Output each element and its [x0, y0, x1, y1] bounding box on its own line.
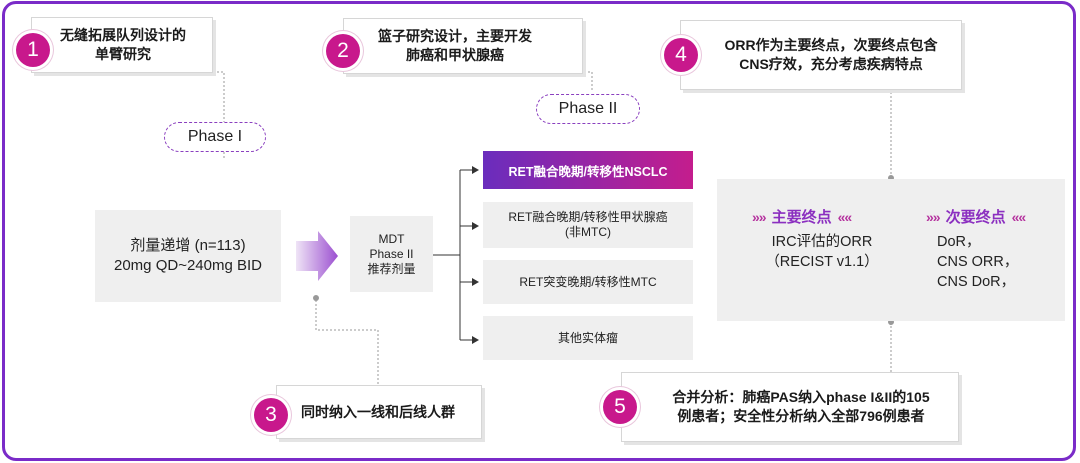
dose-escalation-box: 剂量递增 (n=113) 20mg QD~240mg BID [95, 210, 281, 302]
cohort-nsclc: RET融合晚期/转移性NSCLC [483, 151, 693, 189]
cohort-thyroid-line2: (非MTC) [565, 225, 611, 239]
note-5-line2: 例患者；安全性分析纳入全部796例患者 [677, 408, 925, 424]
dose-line1: 剂量递增 (n=113) [130, 237, 246, 254]
note-5-line1: 合并分析：肺癌PAS纳入phase I&II的105 [672, 389, 930, 405]
primary-title-text: 主要终点 [771, 209, 832, 226]
note-4: ORR作为主要终点，次要终点包含 CNS疗效，充分考虑疾病特点 [680, 20, 962, 90]
endpoints-box [717, 179, 1065, 321]
note-3-line1: 同时纳入一线和后线人群 [301, 403, 455, 420]
chevron-left-icon: «« [837, 208, 853, 225]
cohort-mtc: RET突变晚期/转移性MTC [483, 260, 693, 304]
mdt-line3: 推荐剂量 [367, 261, 416, 276]
badge-2: 2 [326, 34, 360, 68]
cohort-other: 其他实体瘤 [483, 316, 693, 360]
dose-line2: 20mg QD~240mg BID [114, 257, 262, 274]
phase-2-tag: Phase II [536, 94, 640, 124]
chevron-right-icon: »» [926, 208, 941, 225]
note-1-line1: 无缝拓展队列设计的 [60, 27, 186, 43]
cohort-thyroid: RET融合晚期/转移性甲状腺癌 (非MTC) [483, 202, 693, 248]
secondary-title-text: 次要终点 [945, 209, 1006, 226]
mdt-line2: Phase II [369, 246, 414, 261]
badge-1: 1 [16, 33, 50, 67]
badge-4: 4 [664, 38, 698, 72]
badge-3: 3 [254, 398, 288, 432]
note-4-line1: ORR作为主要终点，次要终点包含 [724, 37, 938, 53]
mdt-line1: MDT [378, 231, 405, 246]
note-2-line2: 肺癌和甲状腺癌 [406, 47, 504, 63]
note-1: 无缝拓展队列设计的 单臂研究 [31, 17, 213, 73]
secondary-endpoint-title: »» 次要终点 «« [926, 206, 1027, 227]
chevron-right-icon: »» [752, 208, 767, 225]
note-4-line2: CNS疗效，充分考虑疾病特点 [739, 56, 923, 72]
secondary-line2: CNS ORR， [937, 254, 1019, 270]
note-5: 合并分析：肺癌PAS纳入phase I&II的105 例患者；安全性分析纳入全部… [621, 372, 959, 442]
mdt-box: MDT Phase II 推荐剂量 [350, 216, 433, 292]
primary-line2: （RECIST v1.1） [765, 254, 879, 270]
secondary-line3: CNS DoR， [937, 274, 1016, 290]
secondary-line1: DoR， [937, 234, 981, 250]
badge-5: 5 [603, 390, 637, 424]
primary-line1: IRC评估的ORR [771, 234, 873, 250]
cohort-thyroid-line1: RET融合晚期/转移性甲状腺癌 [508, 210, 668, 224]
primary-endpoint-body: IRC评估的ORR （RECIST v1.1） [752, 232, 892, 272]
note-1-line2: 单臂研究 [95, 46, 151, 62]
secondary-endpoint-body: DoR， CNS ORR， CNS DoR， [937, 232, 1018, 292]
note-2: 篮子研究设计，主要开发 肺癌和甲状腺癌 [343, 18, 583, 74]
note-2-line1: 篮子研究设计，主要开发 [378, 28, 532, 44]
note-3: 同时纳入一线和后线人群 [276, 385, 482, 439]
chevron-left-icon: «« [1011, 208, 1027, 225]
phase-1-tag: Phase I [164, 122, 266, 152]
primary-endpoint-title: »» 主要终点 «« [752, 206, 853, 227]
